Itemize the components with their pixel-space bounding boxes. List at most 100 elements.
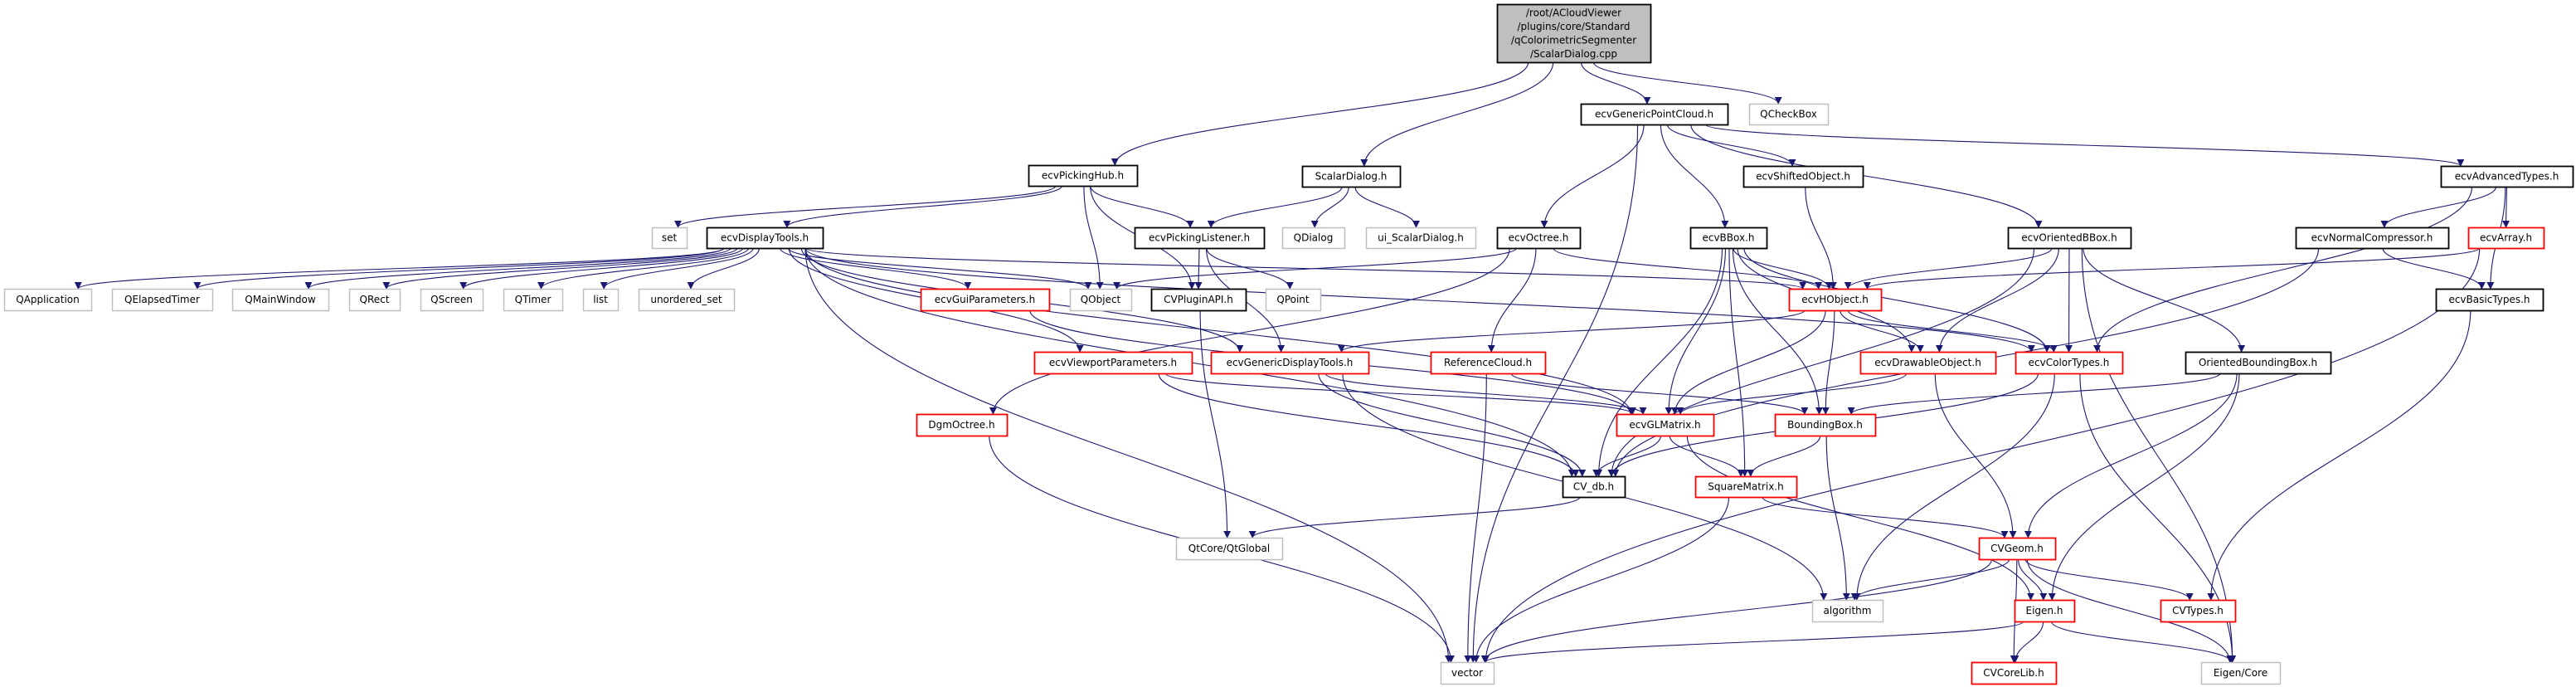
- node-box: [1265, 288, 1322, 312]
- node-ecvguiparameters-h[interactable]: ecvGuiParameters.h: [920, 288, 1051, 312]
- node-ecvadvancedtypes-h[interactable]: ecvAdvancedTypes.h: [2440, 165, 2574, 188]
- node-qmainwindow[interactable]: QMainWindow: [231, 288, 330, 312]
- edge-cvgeom-h-to-eigen-core: [2026, 558, 2234, 663]
- edge-ecvdisplaytools-h-to-ecvhobject-h: [804, 247, 1806, 290]
- node-qobject[interactable]: QObject: [1069, 288, 1133, 312]
- node-ecvdrawableobject-h[interactable]: ecvDrawableObject.h: [1859, 351, 1997, 375]
- edge-ecvoctree-h-to-ecvhobject-h: [1553, 247, 1823, 290]
- node-box: [1281, 227, 1346, 250]
- node-label: ecvViewportParameters.h: [1049, 357, 1177, 368]
- node-box: [1859, 351, 1997, 375]
- node-ecvhobject-h[interactable]: ecvHObject.h: [1788, 288, 1883, 312]
- node-box: [651, 227, 688, 250]
- edge-ecvbasictypes-h-to-cvtypes-h: [2207, 309, 2472, 601]
- node-label: ecvArray.h: [2480, 232, 2532, 244]
- node-label: CV_db.h: [1573, 481, 1614, 493]
- edge-ecvadvancedtypes-h-to-ecvarray-h: [2502, 186, 2510, 228]
- node-eigen-core[interactable]: Eigen/Core: [2200, 661, 2282, 685]
- edge-ecvhobject-h-to-ecvcolortypes-h: [1847, 309, 2058, 353]
- edge-cvgeom-h-to-eigen-h: [2017, 558, 2048, 601]
- node-vector[interactable]: vector: [1440, 661, 1495, 685]
- node-list[interactable]: list: [582, 288, 620, 312]
- node-algorithm[interactable]: algorithm: [1811, 599, 1884, 623]
- edge-boundingbox-h-to-algorithm: [1825, 435, 1850, 601]
- node-qdialog[interactable]: QDialog: [1281, 227, 1346, 250]
- node-ecvorientedbbox-h[interactable]: ecvOrientedBBox.h: [2007, 227, 2132, 250]
- node-ecvcolortypes-h[interactable]: ecvColorTypes.h: [2015, 351, 2124, 375]
- edge-ecvdisplaytools-h-to-qrect: [382, 247, 738, 290]
- node-box: [1788, 288, 1883, 312]
- node-box: [2440, 165, 2574, 188]
- node-ecvbbox-h[interactable]: ecvBBox.h: [1689, 227, 1768, 250]
- node-qcheckbox[interactable]: QCheckBox: [1748, 103, 1830, 126]
- edge-ecvgenericpointcloud-h-to-ecvbbox-h: [1660, 124, 1729, 228]
- node-box: [231, 288, 330, 312]
- node-box: [1028, 164, 1139, 188]
- node-qpoint[interactable]: QPoint: [1265, 288, 1322, 312]
- node-label: ScalarDialog.h: [1315, 171, 1388, 183]
- node-boundingbox-h[interactable]: BoundingBox.h: [1774, 413, 1877, 437]
- node-ecvglmatrix-h[interactable]: ecvGLMatrix.h: [1616, 413, 1715, 437]
- edge-ecvglmatrix-h-to-eigen-h: [1686, 435, 2034, 601]
- node-label: QApplication: [16, 294, 80, 305]
- node-orientedboundingbox-h[interactable]: OrientedBoundingBox.h: [2185, 351, 2332, 375]
- node-cv-db-h[interactable]: CV_db.h: [1562, 475, 1626, 499]
- node-box: [706, 227, 824, 250]
- node-box: [1774, 413, 1877, 437]
- node-ecvgenericpointcloud-h[interactable]: ecvGenericPointCloud.h: [1580, 103, 1729, 126]
- edge-cvgeom-h-to-cvtypes-h: [2024, 558, 2194, 601]
- node-label: ecvHObject.h: [1801, 294, 1869, 305]
- node-squarematrix-h[interactable]: SquareMatrix.h: [1694, 475, 1798, 499]
- node-scalardialog-h[interactable]: ScalarDialog.h: [1301, 165, 1402, 188]
- node-referencecloud-h[interactable]: ReferenceCloud.h: [1430, 351, 1547, 375]
- node-qscreen[interactable]: QScreen: [420, 288, 484, 312]
- node-label: ecvPickingHub.h: [1042, 170, 1124, 182]
- node-qapplication[interactable]: QApplication: [3, 288, 93, 312]
- edge-ecvdisplaytools-h-to-ecvguiparameters-h: [780, 247, 972, 290]
- node-ecvviewportparameters-h[interactable]: ecvViewportParameters.h: [1033, 351, 1193, 375]
- edge-ecvpickinghub-h-to-set: [674, 185, 1057, 228]
- edge-eigen-h-to-cvcorelib-h: [2011, 621, 2044, 663]
- edge-ecvpickinglistener-h-to-qpoint: [1206, 247, 1294, 290]
- root-file-node: /root/ACloudViewer/plugins/core/Standard…: [1496, 3, 1652, 64]
- node-eigen-h[interactable]: Eigen.h: [2014, 599, 2076, 623]
- node-ecvarray-h[interactable]: ecvArray.h: [2467, 227, 2545, 250]
- edge-ecvoctree-h-to-qobject: [1113, 247, 1518, 290]
- node-box: [2160, 599, 2237, 623]
- node-unordered-set[interactable]: unordered_set: [638, 288, 736, 312]
- node-qtcore-qtglobal[interactable]: QtCore/QtGlobal: [1175, 537, 1284, 561]
- node-ecvpickinglistener-h[interactable]: ecvPickingListener.h: [1134, 227, 1266, 250]
- node-qtimer[interactable]: QTimer: [503, 288, 564, 312]
- node-ecvdisplaytools-h[interactable]: ecvDisplayTools.h: [706, 227, 824, 250]
- node-ui-scalardialog-h[interactable]: ui_ScalarDialog.h: [1365, 227, 1477, 250]
- node-label: ecvNormalCompressor.h: [2311, 232, 2433, 244]
- node-cvtypes-h[interactable]: CVTypes.h: [2160, 599, 2237, 623]
- node-ecvshiftedobject-h[interactable]: ecvShiftedObject.h: [1742, 165, 1864, 188]
- edge-scalardialog-h-to-qdialog: [1310, 186, 1349, 228]
- node-box: [2200, 661, 2282, 685]
- node-cvgeom-h[interactable]: CVGeom.h: [1978, 537, 2057, 561]
- edge-ecvpickinglistener-h-to-cvpluginapi-h: [1194, 247, 1203, 290]
- edges-layer: [75, 61, 2510, 663]
- node-qrect[interactable]: QRect: [348, 288, 401, 312]
- node-ecvoctree-h[interactable]: ecvOctree.h: [1496, 227, 1582, 250]
- node-ecvgenericdisplaytools-h[interactable]: ecvGenericDisplayTools.h: [1210, 351, 1370, 375]
- node-cvcorelib-h[interactable]: CVCoreLib.h: [1971, 661, 2058, 685]
- node-label: ecvPickingListener.h: [1149, 232, 1250, 244]
- node-qelapsedtimer[interactable]: QElapsedTimer: [111, 288, 214, 312]
- node-dgmoctree-h[interactable]: DgmOctree.h: [916, 413, 1009, 437]
- node-ecvbasictypes-h[interactable]: ecvBasicTypes.h: [2435, 288, 2544, 312]
- node-label: QElapsedTimer: [124, 294, 200, 305]
- node-ecvnormalcompressor-h[interactable]: ecvNormalCompressor.h: [2295, 227, 2450, 250]
- node-ecvpickinghub-h[interactable]: ecvPickingHub.h: [1028, 164, 1139, 188]
- node-cvpluginapi-h[interactable]: CVPluginAPI.h: [1150, 288, 1247, 312]
- node-label: ecvGuiParameters.h: [935, 294, 1035, 305]
- node-set[interactable]: set: [651, 227, 688, 250]
- edge-cv-db-h-to-qtcore-qtglobal: [1248, 496, 1581, 538]
- edge-ecvshiftedobject-h-to-ecvhobject-h: [1805, 186, 1837, 290]
- edge-squarematrix-h-to-vector: [1472, 496, 1730, 663]
- node-label: ecvBasicTypes.h: [2448, 294, 2530, 305]
- edge-ecvdisplaytools-h-to-qscreen: [459, 247, 744, 290]
- node-box: [2435, 288, 2544, 312]
- edge-orientedboundingbox-h-to-boundingbox-h: [1847, 373, 2221, 415]
